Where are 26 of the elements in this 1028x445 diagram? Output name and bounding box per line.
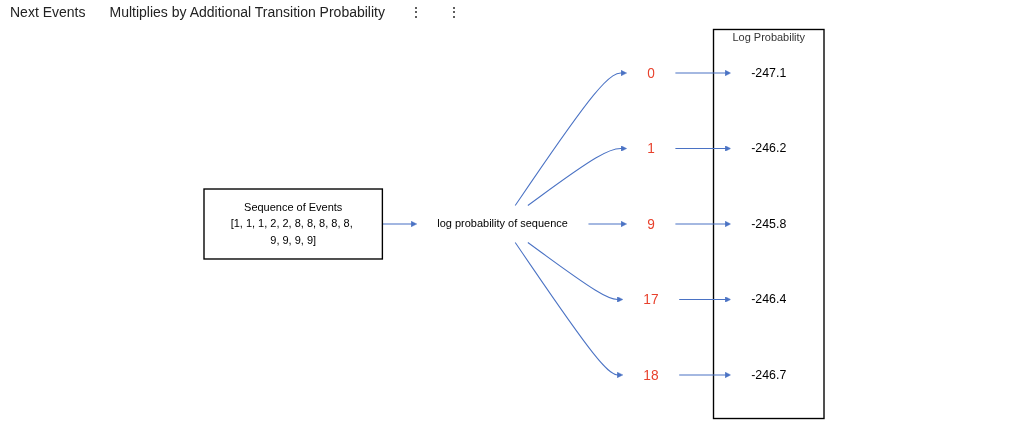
arrow <box>674 70 731 77</box>
node-text: -247.1 <box>751 65 787 80</box>
arrow <box>587 221 627 227</box>
node-text: -246.2 <box>751 141 787 156</box>
arrow <box>674 221 731 227</box>
node-text: 17 <box>643 291 659 308</box>
arrow <box>674 145 731 152</box>
note-text: ⋮ <box>408 4 423 20</box>
node-box: Sequence of Events [1, 1, 1, 2, 2, 8, 8, 8, 8, 8, 9, 9, 9, 9] <box>203 188 384 260</box>
arrow <box>527 242 624 303</box>
arrow <box>514 242 624 378</box>
node-text: -246.4 <box>751 292 787 306</box>
node-text: -245.8 <box>751 216 787 231</box>
arrow <box>678 296 731 303</box>
node-text: 9 <box>647 216 655 232</box>
note-text: ⋮ <box>446 4 461 20</box>
node-text: log probability of sequence <box>437 217 568 230</box>
arrow <box>514 70 627 206</box>
arrow <box>678 371 731 378</box>
arrow <box>527 145 627 206</box>
node-text: 0 <box>647 65 655 81</box>
node-text: 1 <box>647 140 655 157</box>
node-text: 18 <box>643 367 659 383</box>
node-text: -246.7 <box>751 367 787 382</box>
note-text: Multiplies by Additional Transition Probability <box>109 4 385 20</box>
note-text: Next Events <box>10 4 86 20</box>
